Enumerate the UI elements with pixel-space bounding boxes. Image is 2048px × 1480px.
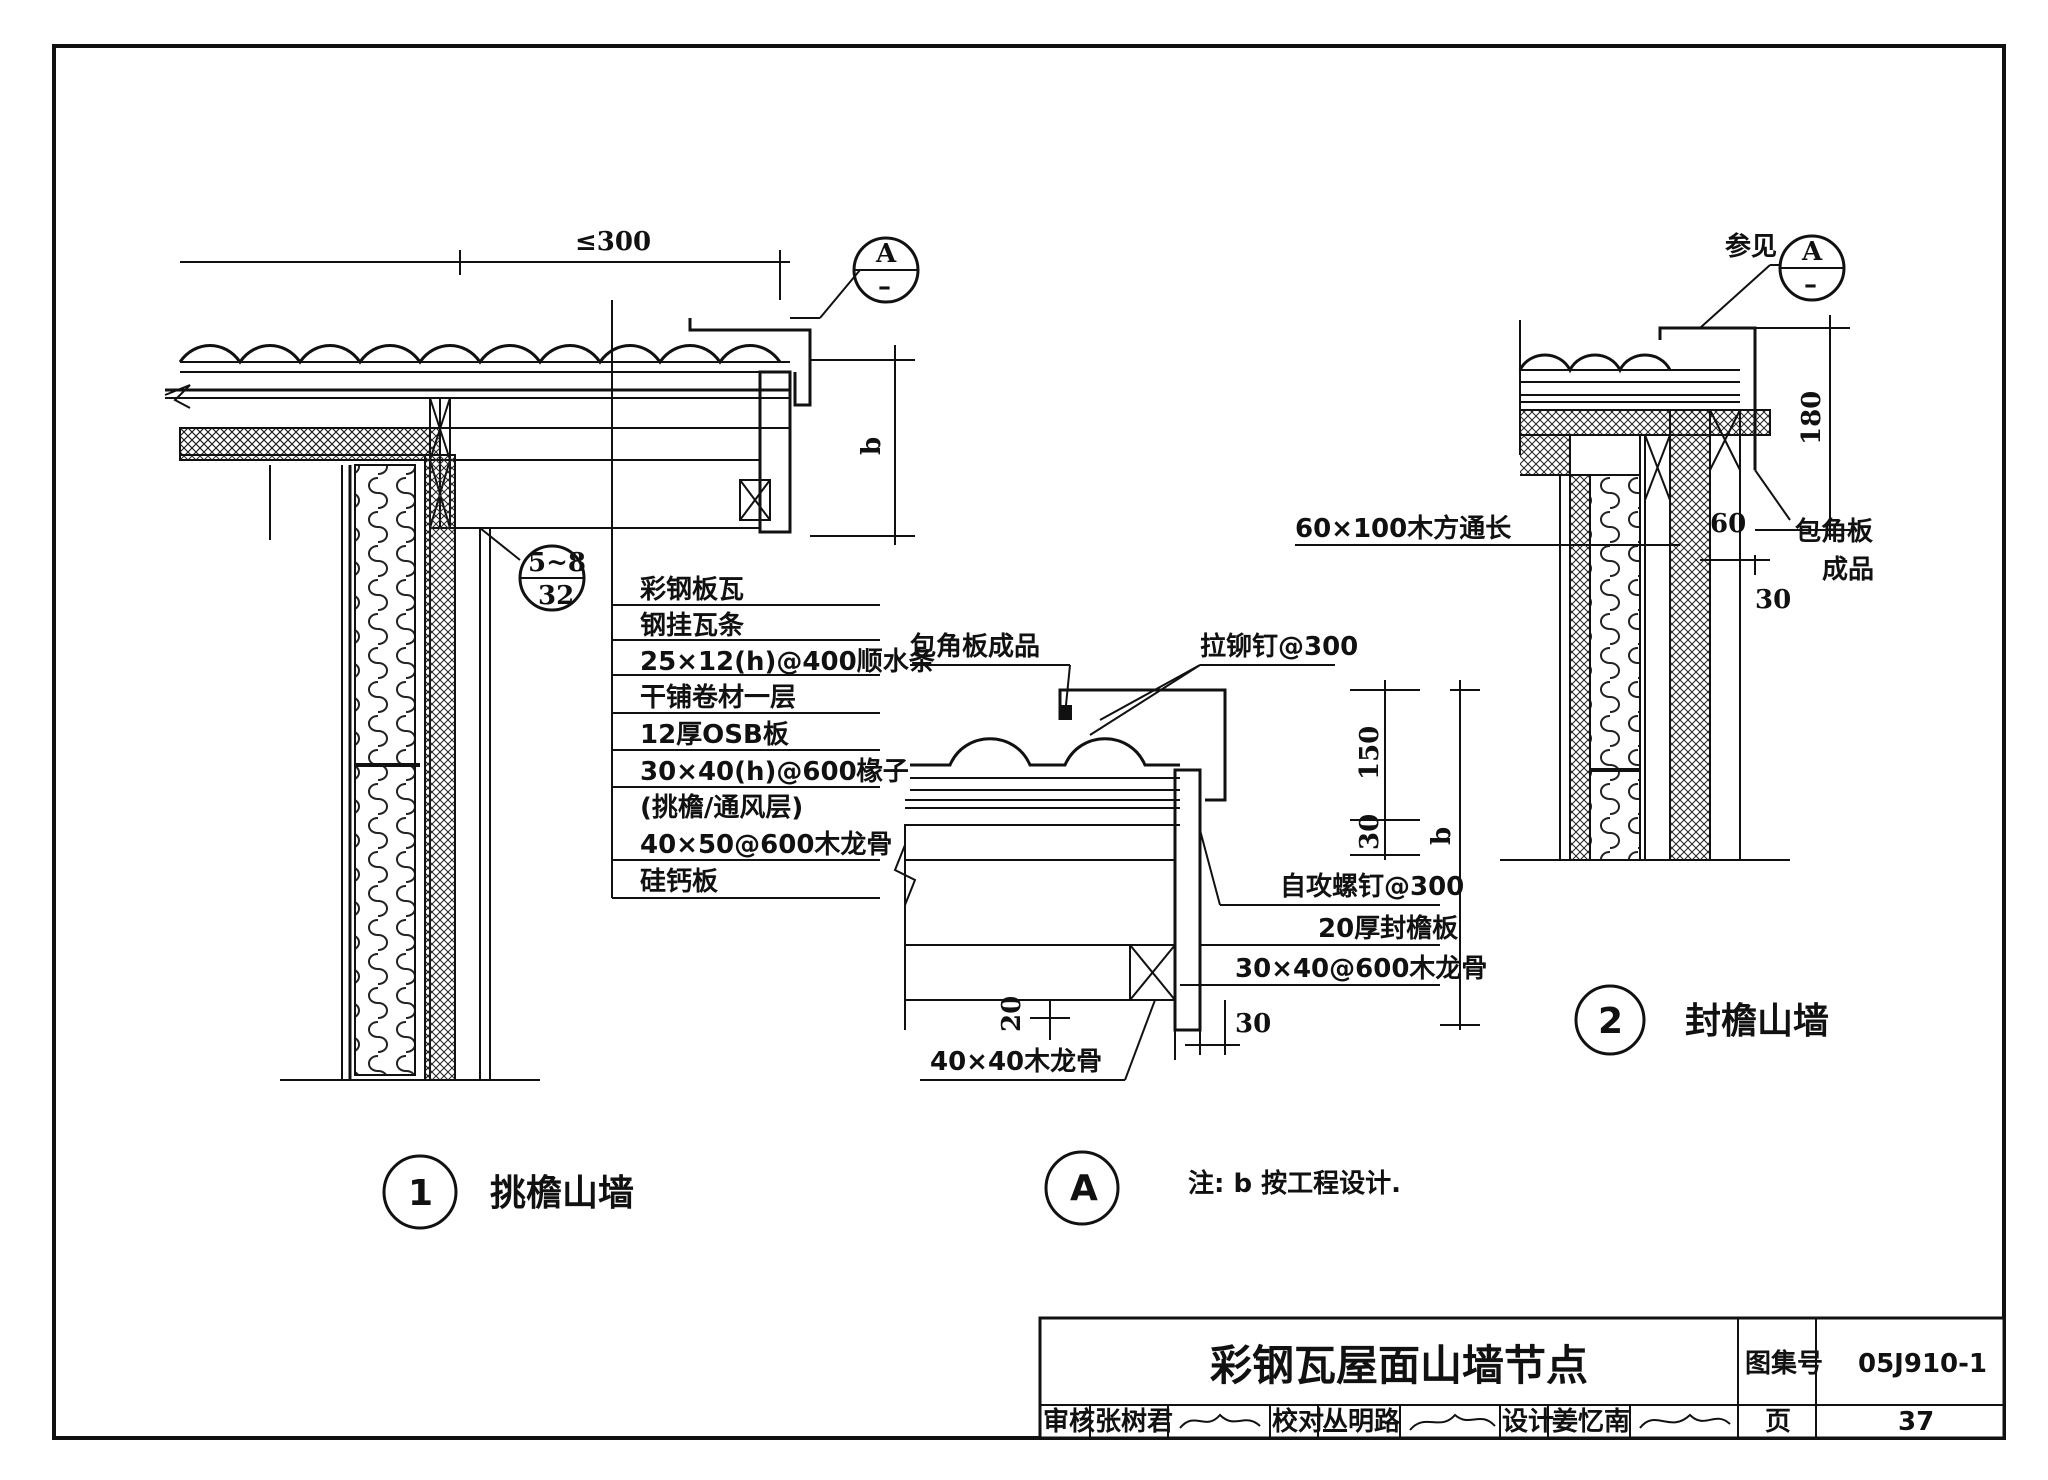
svg-text:30: 30 [1235,1009,1271,1039]
detail-2: 参见 A – 180 60×100木方通长 60 30 包角板 成品 2 封檐山… [1295,231,1874,1056]
layer-1: 钢挂瓦条 [640,611,745,641]
detail-2-tiles [1518,353,1672,374]
svg-text:180: 180 [1797,391,1827,445]
layer-6: (挑檐/通风层) [640,792,803,823]
title-block: 彩钢瓦屋面山墙节点 图集号 05J910-1 页 37 审核 张树君 校对 丛明… [1038,1316,2006,1440]
note: 注: b 按工程设计. [1188,1168,1401,1199]
layer-4: 12厚OSB板 [640,720,789,750]
detail-2-number: 2 [1598,1001,1623,1042]
design-label: 设计 [1502,1407,1554,1437]
callout-a-bottom: – [878,272,891,302]
detail-a-tiles [910,737,1180,767]
layer-2: 25×12(h)@400顺水条 [640,647,936,677]
atlas-no: 05J910-1 [1858,1349,1987,1379]
callout-58-bottom: 32 [538,581,574,611]
layer-7: 40×50@600木龙骨 [640,830,892,860]
detail-2-timber-label: 60×100木方通长 [1295,513,1512,544]
detail-1-name: 挑檐山墙 [490,1173,634,1214]
callout-58-top: 5~8 [528,548,586,578]
svg-text:60: 60 [1710,509,1746,539]
svg-text:–: – [1804,270,1817,300]
svg-text:b: b [1427,827,1457,845]
detail-a-mark: A [1070,1168,1098,1209]
roof-tiles [178,344,782,365]
layer-8: 硅钙板 [640,867,718,897]
check-label: 校对 [1272,1406,1324,1437]
detail-a-rivet-label: 拉铆钉@300 [1200,631,1358,662]
page-no: 37 [1898,1407,1934,1437]
svg-text:A: A [1801,237,1823,267]
sheet-border [52,44,2006,1440]
detail-a-keel-label: 30×40@600木龙骨 [1235,954,1487,984]
detail-a: 包角板成品 拉铆钉@300 自攻螺钉@300 20厚封檐板 30×40@600木… [893,631,1487,1226]
detail-a-screw-label: 自攻螺钉@300 [1280,871,1464,902]
layer-0: 彩钢板瓦 [639,575,744,605]
svg-text:b: b [857,437,887,455]
designer-signature [1639,1413,1731,1429]
svg-text:20: 20 [997,996,1027,1032]
detail-a-flash-label: 包角板成品 [910,631,1040,662]
layer-3: 干铺卷材一层 [640,683,796,713]
detail-a-flashing [1058,688,1227,802]
detail-a-keel40-label: 40×40木龙骨 [930,1047,1102,1077]
checker: 丛明路 [1322,1406,1401,1437]
reviewer-signature [1179,1413,1261,1429]
detail-a-fascia-label: 20厚封檐板 [1318,913,1458,944]
detail-1: ≤300 [164,227,936,1230]
svg-text:30: 30 [1355,814,1385,850]
detail-2-see-label: 参见 [1725,231,1777,262]
detail-2-flash-label-2: 成品 [1822,555,1874,585]
checker-signature [1409,1413,1496,1431]
detail-2-name: 封檐山墙 [1685,1001,1829,1042]
svg-text:30: 30 [1755,585,1791,615]
sheet-title: 彩钢瓦屋面山墙节点 [1210,1341,1588,1390]
detail-2-flashing [1658,326,1757,470]
designer: 姜忆南 [1552,1406,1630,1437]
atlas-label: 图集号 [1745,1348,1823,1379]
callout-a-top: A [875,239,897,269]
insulation [354,464,416,1076]
overhang-dim: ≤300 [575,227,651,257]
detail-1-number: 1 [408,1173,433,1214]
page-label: 页 [1765,1407,1791,1437]
reviewer: 张树君 [1095,1407,1173,1437]
detail-2-flash-label-1: 包角板 [1795,516,1873,547]
svg-text:150: 150 [1355,726,1385,780]
cap-flashing [688,318,812,407]
layer-5: 30×40(h)@600椽子 [640,757,909,787]
review-label: 审核 [1043,1406,1095,1437]
